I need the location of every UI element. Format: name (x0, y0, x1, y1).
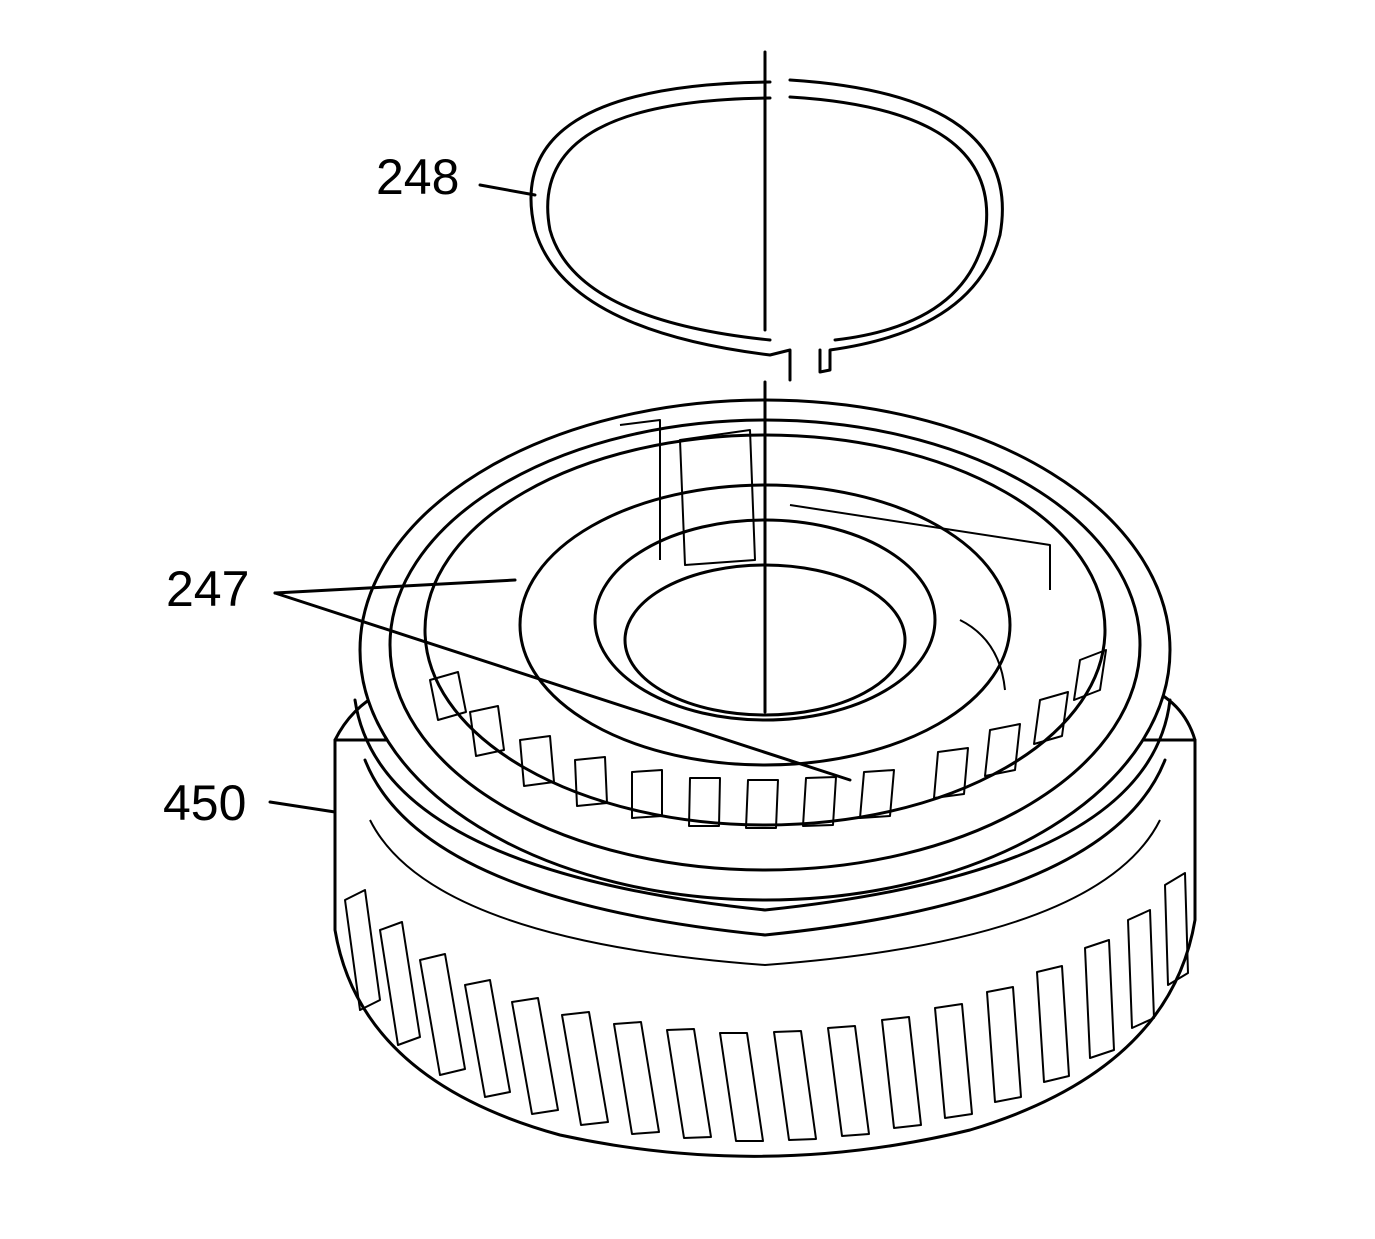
leader-line-450 (268, 800, 337, 814)
callout-248: 248 (376, 149, 460, 205)
leader-line-247-upper (273, 578, 517, 595)
callout-247: 247 (166, 561, 250, 617)
dog-teeth (429, 649, 1107, 829)
leader-line-247-lower (273, 591, 852, 782)
callout-450: 450 (163, 775, 247, 831)
leader-line-248 (478, 183, 537, 197)
snap-ring (529, 78, 1004, 382)
gear-teeth (344, 872, 1189, 1142)
